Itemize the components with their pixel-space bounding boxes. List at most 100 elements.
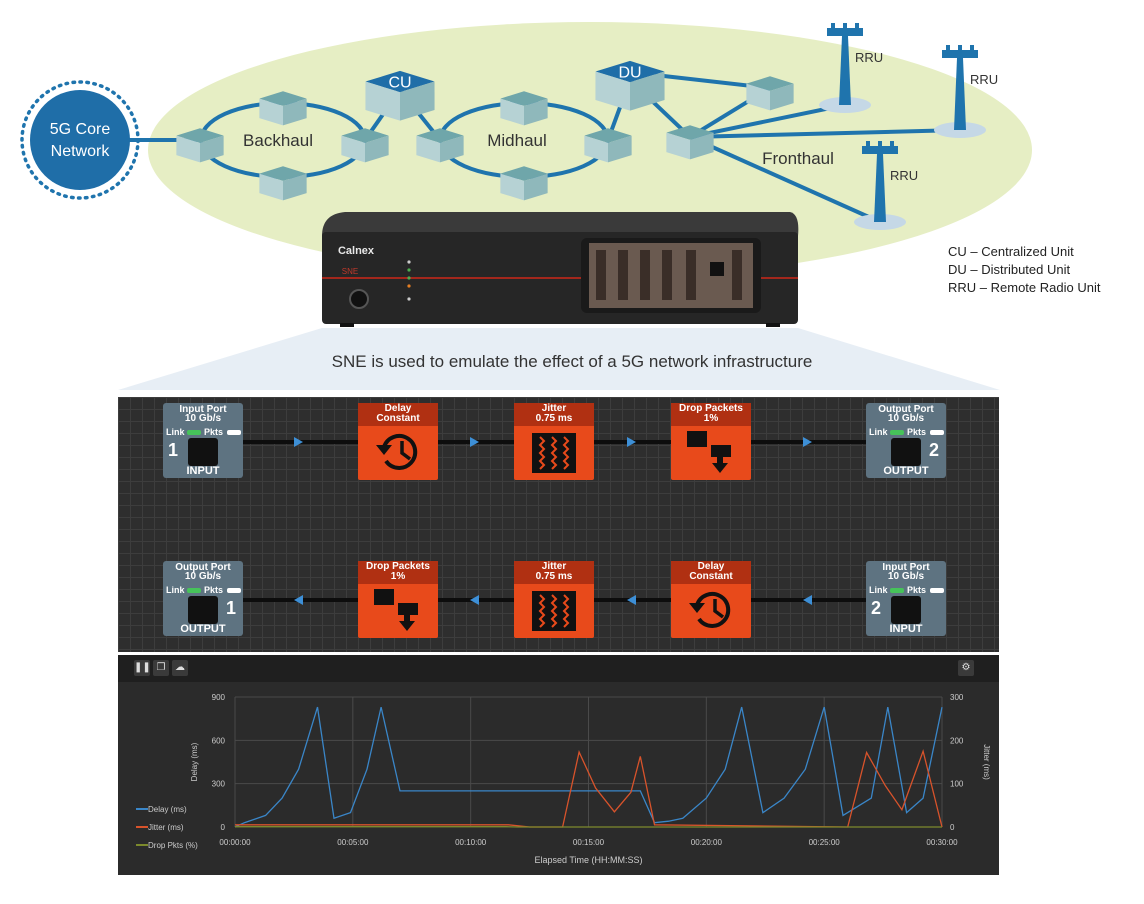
legend-rru: RRU – Remote Radio Unit — [948, 280, 1101, 295]
drop-packets-icon — [374, 589, 418, 631]
x-axis-title: Elapsed Time (HH:MM:SS) — [534, 855, 642, 865]
port-title: Input Port — [882, 562, 930, 573]
x-tick-label: 00:10:00 — [455, 838, 487, 847]
cloud-upload-icon[interactable]: ☁ — [172, 660, 188, 676]
legend-du: DU – Distributed Unit — [948, 262, 1071, 277]
network-node — [666, 125, 714, 160]
x-tick-label: 00:15:00 — [573, 838, 605, 847]
y2-tick-label: 100 — [950, 780, 964, 789]
jitter-wave-icon — [532, 433, 576, 473]
rru-tower-icon: RRU — [934, 45, 998, 138]
network-node — [176, 128, 224, 163]
drop-value: 1% — [703, 413, 719, 424]
clock-history-icon — [376, 433, 418, 470]
link-led — [890, 588, 904, 593]
gear-icon[interactable]: ⚙ — [958, 660, 974, 676]
port-direction: INPUT — [186, 465, 220, 477]
x-tick-label: 00:30:00 — [926, 838, 958, 847]
arrow-left-icon — [803, 595, 812, 605]
rru-label: RRU — [890, 168, 918, 183]
port-direction: OUTPUT — [883, 465, 929, 477]
y2-tick-label: 0 — [950, 823, 955, 832]
link-label: Link — [869, 427, 888, 437]
port-number: 2 — [929, 440, 940, 460]
y-tick-label: 900 — [212, 693, 226, 702]
link-label: Link — [869, 585, 888, 595]
arrow-right-icon — [470, 437, 479, 447]
y-axis-title: Delay (ms) — [190, 742, 199, 781]
delay-title: Delay — [697, 561, 725, 572]
rru-tower-icon: RRU — [819, 23, 883, 113]
du-node: DU — [595, 60, 665, 111]
network-node — [584, 128, 632, 163]
port-speed: 10 Gb/s — [887, 413, 925, 424]
x-tick-label: 00:00:00 — [219, 838, 251, 847]
y2-axis-title: Jitter (ms) — [982, 744, 991, 780]
port-number: 1 — [168, 440, 179, 460]
y2-tick-label: 200 — [950, 736, 964, 745]
output-port-1[interactable]: Output Port 10 Gb/s Link Pkts 1 OUTPUT — [163, 561, 243, 636]
pkts-label: Pkts — [204, 585, 224, 595]
brand-label: Calnex — [338, 245, 375, 257]
pkts-led — [227, 430, 241, 435]
rru-label: RRU — [970, 72, 998, 87]
network-node — [259, 166, 307, 201]
impairment-flow-panel: Input Port 10 Gb/s Link Pkts 1 INPUT Del… — [118, 397, 999, 652]
caption: SNE is used to emulate the effect of a 5… — [331, 352, 813, 371]
y-tick-label: 600 — [212, 736, 226, 745]
pause-icon[interactable]: ❚❚ — [134, 660, 151, 676]
delay-title: Delay — [384, 403, 412, 414]
network-node — [259, 91, 307, 126]
power-button-icon — [349, 289, 369, 309]
link-led — [890, 430, 904, 435]
port-speed: 10 Gb/s — [184, 571, 222, 582]
input-port-1[interactable]: Input Port 10 Gb/s Link Pkts 1 INPUT — [163, 403, 243, 478]
jitter-value: 0.75 ms — [535, 571, 573, 582]
network-node — [500, 91, 548, 126]
output-port-2[interactable]: Output Port 10 Gb/s Link Pkts 2 OUTPUT — [866, 403, 946, 478]
series-line-0 — [234, 706, 943, 828]
port-title: Input Port — [179, 404, 227, 415]
port-title: Output Port — [175, 562, 231, 573]
port-speed: 10 Gb/s — [184, 413, 222, 424]
arrow-left-icon — [470, 595, 479, 605]
drop-title: Drop Packets — [366, 561, 430, 572]
pkts-led — [930, 588, 944, 593]
clock-history-icon — [689, 591, 731, 628]
arrow-right-icon — [627, 437, 636, 447]
cu-node-label: CU — [388, 75, 411, 92]
pkts-label: Pkts — [907, 585, 927, 595]
ethernet-port-icon — [891, 438, 921, 466]
y-tick-label: 300 — [212, 780, 226, 789]
legend-label: Drop Pkts (%) — [148, 841, 198, 850]
zoom-funnel — [118, 328, 1000, 390]
arrow-left-icon — [627, 595, 636, 605]
link-led — [187, 430, 201, 435]
jitter-value: 0.75 ms — [535, 413, 573, 424]
legend-label: Delay (ms) — [148, 805, 187, 814]
legend-label: Jitter (ms) — [148, 823, 184, 832]
ethernet-port-icon — [188, 596, 218, 624]
network-node — [746, 76, 794, 111]
link-label: Link — [166, 585, 185, 595]
core-label-line1: 5G Core — [50, 121, 111, 138]
arrow-left-icon — [294, 595, 303, 605]
rru-label: RRU — [855, 50, 883, 65]
core-label-line2: Network — [51, 143, 111, 160]
ethernet-port-icon — [891, 596, 921, 624]
drop-title: Drop Packets — [679, 403, 743, 414]
link-led — [187, 588, 201, 593]
midhaul-label: Midhaul — [487, 131, 547, 150]
pkts-led — [930, 430, 944, 435]
input-port-2[interactable]: Input Port 10 Gb/s Link Pkts 2 INPUT — [866, 561, 946, 636]
copy-icon[interactable]: ❐ — [153, 660, 169, 676]
